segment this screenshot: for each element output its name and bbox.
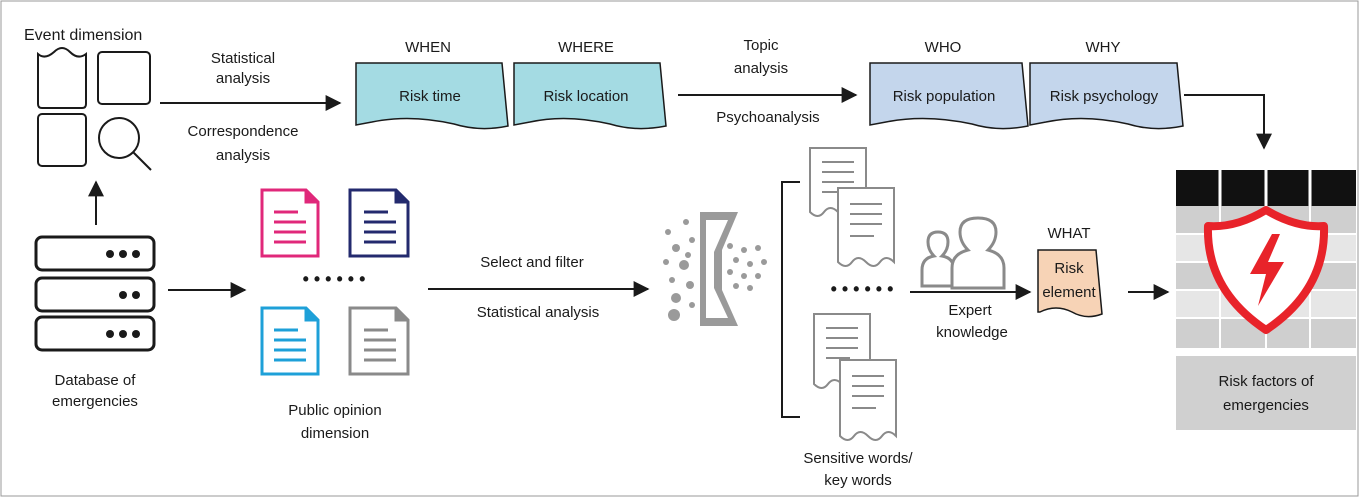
result-label-box: [1176, 356, 1356, 430]
opinion-label-2: dimension: [301, 425, 369, 442]
expert-knowledge-label-2: knowledge: [936, 324, 1008, 341]
receipt-icon-4: [839, 359, 897, 441]
result-label: Risk factors of: [1218, 373, 1314, 390]
why-tag: WHY: [1086, 39, 1121, 56]
when-tag: WHEN: [405, 39, 451, 56]
topic-analysis-label: Topic: [743, 37, 779, 54]
risk-population-label: Risk population: [893, 88, 996, 105]
risk-time-box: [355, 62, 509, 130]
risk-location-label: Risk location: [543, 88, 628, 105]
experts-icon: [920, 216, 1006, 290]
filter-stat-label: Statistical analysis: [477, 304, 600, 321]
select-filter-label: Select and filter: [480, 254, 583, 271]
square-icon-2: [37, 113, 87, 167]
keywords-dots: • • • • • •: [831, 279, 894, 299]
sensitive-words-label: Sensitive words/: [803, 450, 913, 467]
where-tag: WHERE: [558, 39, 614, 56]
risk-element-box: [1037, 249, 1103, 318]
open-folder-icon: [37, 47, 87, 109]
receipt-icon-2: [837, 187, 895, 267]
corr-analysis-label-2: analysis: [216, 147, 270, 164]
event-dimension-title: Event dimension: [24, 27, 142, 44]
document-icon-magenta: [260, 188, 320, 258]
psychoanalysis-label: Psychoanalysis: [716, 109, 819, 126]
risk-element-label: Risk: [1054, 260, 1084, 277]
opinion-dots: • • • • • •: [303, 269, 366, 289]
event-icons: [37, 47, 152, 171]
sensitive-words-label-2: key words: [824, 472, 892, 489]
risk-population-box: [869, 62, 1029, 130]
document-icon-gray: [348, 306, 410, 376]
opinion-label: Public opinion: [288, 402, 381, 419]
stat-analysis-label: Statistical: [211, 50, 275, 67]
database-label-2: emergencies: [52, 393, 138, 410]
magnifier-icon: [98, 117, 152, 171]
corr-analysis-label: Correspondence: [188, 123, 299, 140]
risk-psychology-label: Risk psychology: [1050, 88, 1159, 105]
shield-lightning-icon: [1203, 206, 1329, 334]
who-tag: WHO: [925, 39, 962, 56]
filter-funnel-icon: [663, 212, 767, 326]
square-icon: [97, 51, 151, 105]
risk-psychology-box: [1029, 62, 1184, 130]
risk-location-box: [513, 62, 667, 130]
topic-analysis-label-2: analysis: [734, 60, 788, 77]
risk-element-label-2: element: [1042, 284, 1096, 301]
expert-knowledge-label: Expert: [948, 302, 992, 319]
database-label: Database of: [55, 372, 137, 389]
document-icon-navy: [348, 188, 410, 258]
result-label-2: emergencies: [1223, 397, 1309, 414]
database-server-icon: [34, 235, 156, 352]
keywords-bracket: [781, 181, 800, 418]
arrow-psychology-to-result: [1184, 94, 1272, 150]
document-icon-cyan: [260, 306, 320, 376]
risk-time-label: Risk time: [399, 88, 461, 105]
stat-analysis-label-2: analysis: [216, 70, 270, 87]
what-tag: WHAT: [1047, 225, 1090, 242]
